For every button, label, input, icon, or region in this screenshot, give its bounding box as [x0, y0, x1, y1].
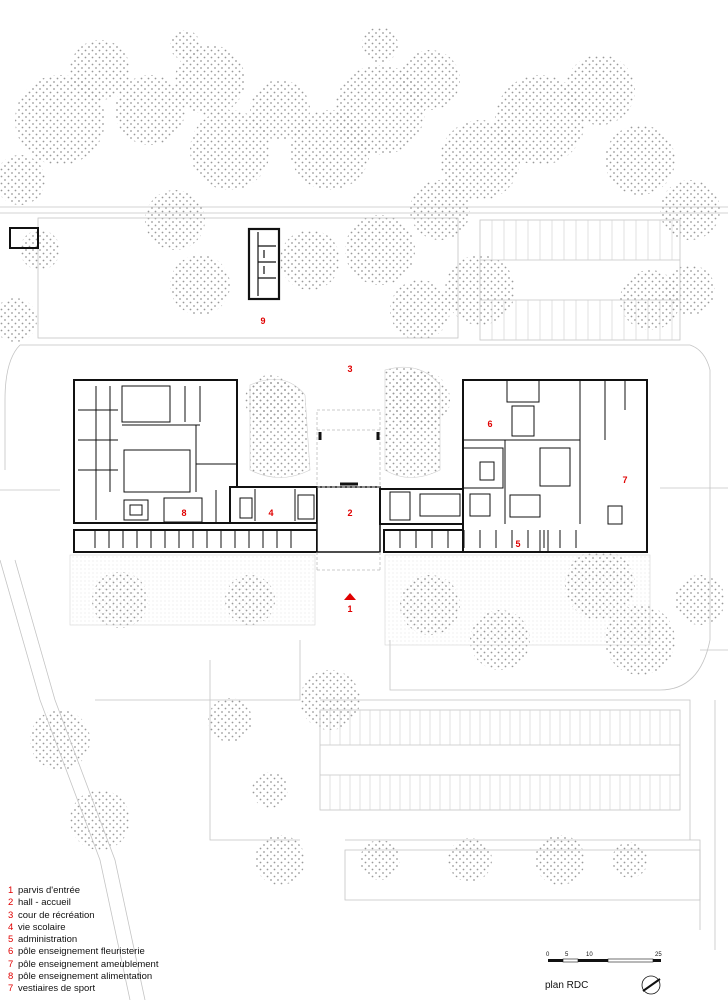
- scale-tick-5: 5: [565, 952, 569, 958]
- building-hall: [316, 409, 381, 571]
- tree-canopy: [175, 45, 245, 115]
- tree-canopy: [208, 698, 252, 742]
- legend-item-label: cour de récréation: [18, 909, 95, 921]
- legend-item: 3 cour de récréation: [8, 910, 158, 922]
- tree-canopy: [665, 265, 715, 315]
- plan-label-9: 9: [260, 316, 265, 326]
- plan-label-8: 8: [181, 508, 186, 518]
- legend-item-number: 8: [8, 971, 14, 983]
- tree-canopy: [15, 75, 105, 165]
- tree-canopy: [675, 575, 725, 625]
- plan-label-3: 3: [347, 364, 352, 374]
- tree-canopy: [255, 835, 305, 885]
- plan-label-2: 2: [347, 508, 352, 518]
- building-9: [247, 227, 281, 301]
- tree-canopy: [250, 80, 310, 140]
- tree-canopy: [448, 838, 492, 882]
- legend-item-number: 5: [8, 934, 14, 946]
- tree-canopy: [410, 180, 470, 240]
- courtyard-patches: [249, 366, 441, 478]
- scale-tick-0: 0: [546, 952, 550, 958]
- parking-stalls: [319, 220, 681, 810]
- legend: 1 parvis d'entrée 2 hall - accueil 3 cour de …: [8, 885, 158, 996]
- tree-canopy: [115, 75, 185, 145]
- tree-canopy: [280, 230, 340, 290]
- tree-canopy: [605, 125, 675, 195]
- legend-item: 8 pôle enseignement alimentation: [8, 971, 158, 983]
- room-labels: 9 3 6 7 8 4 2 5 1: [181, 316, 627, 614]
- legend-item-label: pôle enseignement ameublement: [18, 958, 159, 970]
- tree-canopy: [170, 30, 200, 60]
- tree-canopy: [345, 215, 415, 285]
- building-east-wing: [379, 379, 648, 553]
- tree-canopy: [70, 40, 130, 100]
- tree-canopy: [612, 842, 648, 878]
- small-building-northwest: [9, 227, 39, 249]
- legend-item-number: 2: [8, 897, 14, 909]
- legend-item-number: 3: [8, 909, 14, 921]
- tree-canopy: [252, 772, 288, 808]
- legend-item-label: pôle enseignement alimentation: [18, 971, 153, 983]
- north-arrow-icon: [641, 975, 661, 995]
- tree-canopy: [170, 255, 230, 315]
- tree-canopy: [190, 110, 270, 190]
- legend-item-number: 7: [8, 958, 14, 970]
- legend-item: 7 vestiaires de sport: [8, 983, 158, 995]
- tree-canopy: [660, 180, 720, 240]
- legend-item-number: 7: [8, 983, 14, 995]
- parvis-west-area: [69, 554, 316, 626]
- parvis-east-area: [384, 554, 651, 646]
- tree-canopy: [20, 230, 60, 270]
- tree-canopy: [362, 27, 398, 63]
- tree-canopy: [30, 710, 90, 770]
- legend-item-number: 1: [8, 885, 14, 896]
- scale-bar: 0 5 10 25: [546, 952, 662, 963]
- legend-item: 1 parvis d'entrée: [8, 885, 158, 897]
- tree-canopy: [145, 190, 205, 250]
- plan-title: plan RDC: [545, 980, 589, 991]
- legend-item-label: pôle enseignement fleuristerie: [18, 946, 145, 958]
- plan-label-6: 6: [487, 419, 492, 429]
- legend-item-label: vestiaires de sport: [18, 983, 96, 995]
- scale-tick-10: 10: [586, 952, 593, 958]
- legend-item-label: vie scolaire: [18, 921, 66, 933]
- scale-tick-25: 25: [655, 952, 662, 958]
- tree-canopy: [535, 835, 585, 885]
- legend-item: 6 pôle enseignement fleuristerie: [8, 946, 158, 958]
- legend-item: 2 hall - accueil: [8, 897, 158, 909]
- legend-item-label: parvis d'entrée: [18, 885, 81, 896]
- tree-canopy: [565, 55, 635, 125]
- legend-item: 7 pôle enseignement ameublement: [8, 959, 158, 971]
- legend-item-label: hall - accueil: [18, 897, 71, 909]
- legend-item-label: administration: [18, 934, 78, 946]
- tree-canopy: [0, 155, 45, 205]
- plan-label-1: 1: [347, 604, 352, 614]
- building-west-wing: [73, 379, 318, 553]
- tree-canopy: [495, 75, 585, 165]
- plan-label-7: 7: [622, 475, 627, 485]
- legend-item-number: 4: [8, 921, 14, 933]
- tree-canopy: [400, 50, 460, 110]
- plan-label-5: 5: [515, 539, 520, 549]
- legend-item-number: 6: [8, 946, 14, 958]
- legend-item: 5 administration: [8, 934, 158, 946]
- tree-canopy: [360, 840, 400, 880]
- plan-label-4: 4: [268, 508, 273, 518]
- tree-canopy: [0, 298, 37, 342]
- legend-item: 4 vie scolaire: [8, 922, 158, 934]
- entrance-triangle-icon: [344, 593, 356, 600]
- tree-canopy: [390, 280, 450, 340]
